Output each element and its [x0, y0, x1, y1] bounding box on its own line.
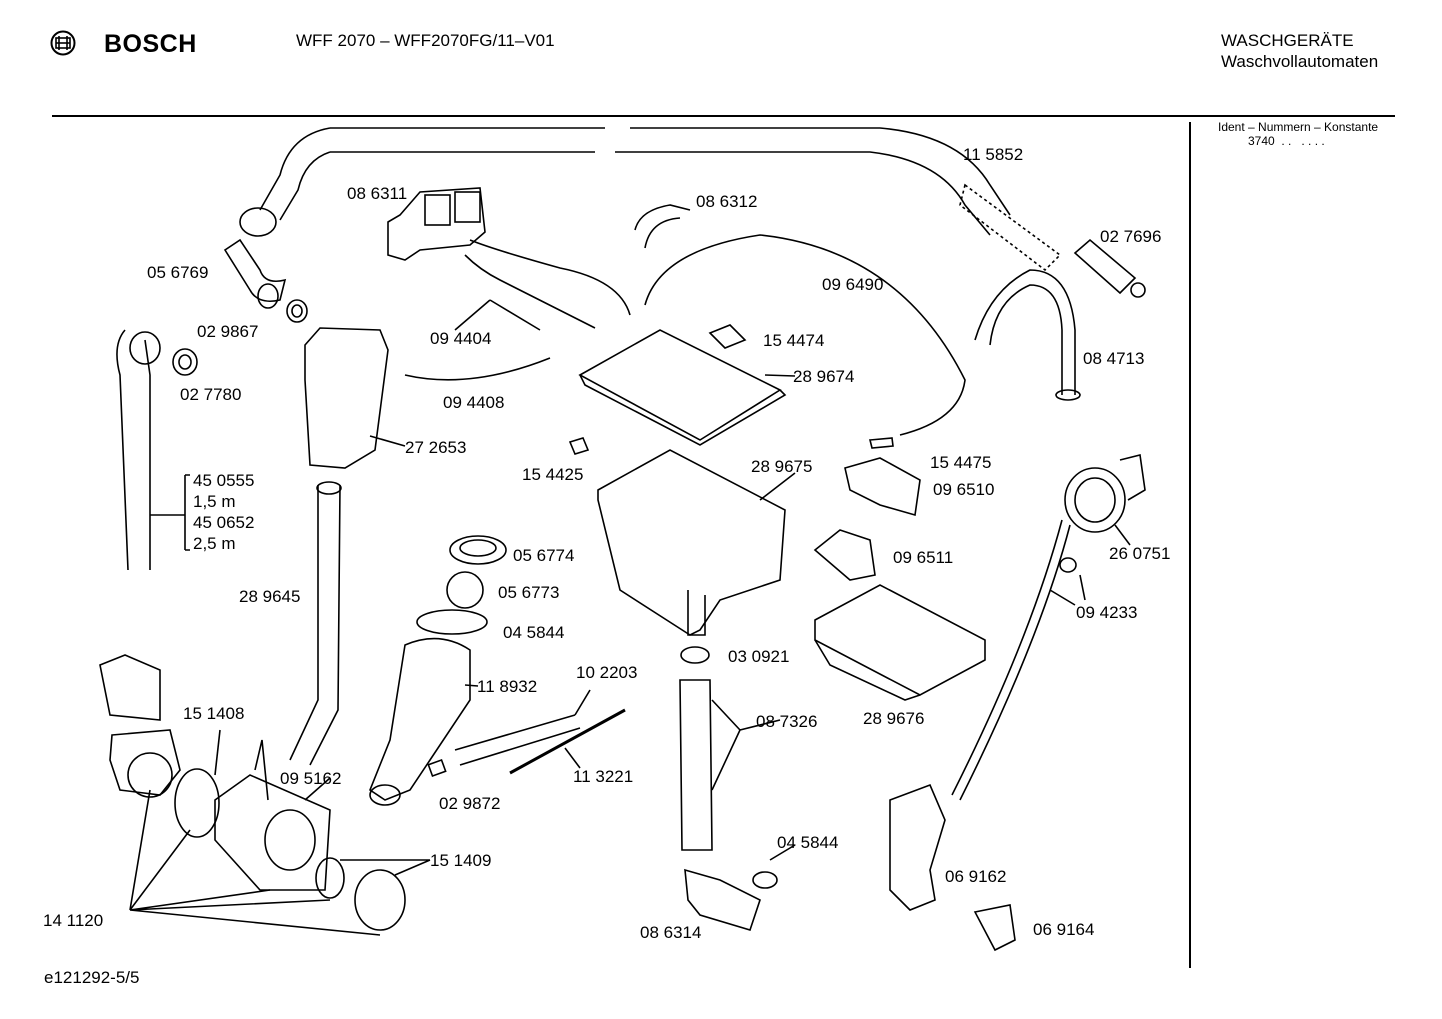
hose-09-4404 [464, 239, 631, 329]
sleeve-11-8932 [369, 637, 471, 801]
subcategory-title: Waschvollautomaten [1221, 52, 1379, 71]
seal-05-6774 [449, 535, 507, 565]
label-06-9164: 06 9164 [1033, 920, 1094, 939]
label-08-4713: 08 4713 [1083, 349, 1144, 368]
cover-28-9674 [578, 329, 782, 441]
label-05-6769: 05 6769 [147, 263, 208, 282]
label-09-4233: 09 4233 [1076, 603, 1137, 622]
category-title: WASCHGERÄTE [1221, 31, 1354, 50]
part-drawings [99, 127, 1146, 952]
bracket-06-9162 [889, 783, 946, 911]
label-08-6314: 08 6314 [640, 923, 701, 942]
label-45-0555: 45 0555 [193, 471, 254, 490]
hose-top-outer [330, 127, 1011, 216]
label-09-6511: 09 6511 [893, 548, 953, 567]
pump-cover [99, 654, 161, 721]
label-09-6490: 09 6490 [822, 275, 883, 294]
label-length-1-5m: 1,5 m [193, 492, 236, 511]
corrugated-end-11-5852 [959, 183, 1062, 272]
label-04-5844-a: 04 5844 [503, 623, 564, 642]
ring-15-1409 [315, 857, 345, 899]
label-11-3221: 11 3221 [573, 767, 633, 786]
label-08-6311: 08 6311 [347, 184, 407, 203]
hose-top-inner [330, 151, 991, 236]
hose-09-4233 [951, 519, 1071, 801]
hose-10-2203 [454, 714, 581, 766]
elbow-05-6769 [223, 238, 287, 303]
label-08-7326: 08 7326 [756, 712, 817, 731]
clip-15-4474 [708, 324, 747, 349]
label-02-9867: 02 9867 [197, 322, 258, 341]
pump-housing-09-5162 [214, 774, 331, 891]
hose-09-6490 [644, 234, 966, 436]
leader-14-1120 [129, 789, 381, 936]
label-03-0921: 03 0921 [728, 647, 789, 666]
part-labels: 11 5852 08 6311 08 6312 02 7696 05 6769 … [43, 145, 1170, 942]
label-04-5844-b: 04 5844 [777, 833, 838, 852]
filter-15-1409 [354, 869, 406, 931]
ring-04-5844 [416, 609, 488, 635]
bracket-09-6510 [844, 457, 921, 517]
ring-15-1408 [174, 768, 220, 838]
hose-09-4408 [404, 357, 551, 381]
plug-02-7696 [1073, 238, 1137, 295]
rod-11-3221 [509, 708, 626, 775]
reservoir-27-2653 [304, 327, 389, 469]
drawing-code: e121292-5/5 [44, 968, 140, 987]
label-09-4404: 09 4404 [430, 329, 491, 348]
pressure-switch-26-0751 [1064, 467, 1126, 533]
label-05-6774: 05 6774 [513, 546, 574, 565]
ring-03-0921 [680, 646, 710, 664]
fitting-15-4425 [568, 437, 590, 455]
clamp-08-4713 [974, 269, 1076, 395]
hose-28-9645 [289, 484, 341, 766]
label-28-9674: 28 9674 [793, 367, 854, 386]
label-27-2653: 27 2653 [405, 438, 466, 457]
label-28-9675: 28 9675 [751, 457, 812, 476]
pipe-08-7326 [679, 679, 713, 851]
drain-hose-45-0555 [116, 329, 151, 571]
label-02-9872: 02 9872 [439, 794, 500, 813]
label-14-1120: 14 1120 [43, 911, 103, 930]
dispenser-housing-28-9675 [597, 449, 786, 636]
label-02-7696: 02 7696 [1100, 227, 1161, 246]
label-10-2203: 10 2203 [576, 663, 637, 682]
label-08-6312: 08 6312 [696, 192, 757, 211]
bosch-logo-icon [50, 30, 76, 56]
ball-05-6773 [446, 571, 484, 609]
label-06-9162: 06 9162 [945, 867, 1006, 886]
label-09-4408: 09 4408 [443, 393, 504, 412]
model-title: WFF 2070 – WFF2070FG/11–V01 [296, 31, 555, 50]
label-28-9676: 28 9676 [863, 709, 924, 728]
label-15-4475: 15 4475 [930, 453, 991, 472]
label-15-4474: 15 4474 [763, 331, 824, 350]
valve-08-6311 [387, 187, 486, 261]
part-06-9164 [973, 904, 1016, 952]
label-09-6510: 09 6510 [933, 480, 994, 499]
clip-02-9872 [427, 758, 447, 778]
label-26-0751: 26 0751 [1109, 544, 1170, 563]
label-45-0652: 45 0652 [193, 513, 254, 532]
label-15-1409: 15 1409 [430, 851, 491, 870]
hose-08-6314 [684, 868, 761, 931]
hose-08-6312 [634, 204, 691, 249]
ident-label: Ident – Nummern – Konstante [1218, 120, 1379, 134]
connector-15-4475 [868, 437, 894, 449]
label-length-2-5m: 2,5 m [193, 534, 236, 553]
brand-name: BOSCH [104, 30, 197, 58]
label-28-9645: 28 9645 [239, 587, 300, 606]
clamp-04-5844 [752, 871, 778, 889]
label-05-6773: 05 6773 [498, 583, 559, 602]
ident-value: 3740 . . . . . . [1248, 134, 1325, 148]
label-09-5162: 09 5162 [280, 769, 341, 788]
label-15-1408: 15 1408 [183, 704, 244, 723]
label-02-7780: 02 7780 [180, 385, 241, 404]
label-11-8932: 11 8932 [477, 677, 537, 696]
switch-09-6511 [813, 529, 876, 581]
drawer-28-9676 [814, 584, 986, 696]
label-15-4425: 15 4425 [522, 465, 583, 484]
label-11-5852: 11 5852 [963, 145, 1023, 164]
hose-left-end [259, 127, 331, 221]
